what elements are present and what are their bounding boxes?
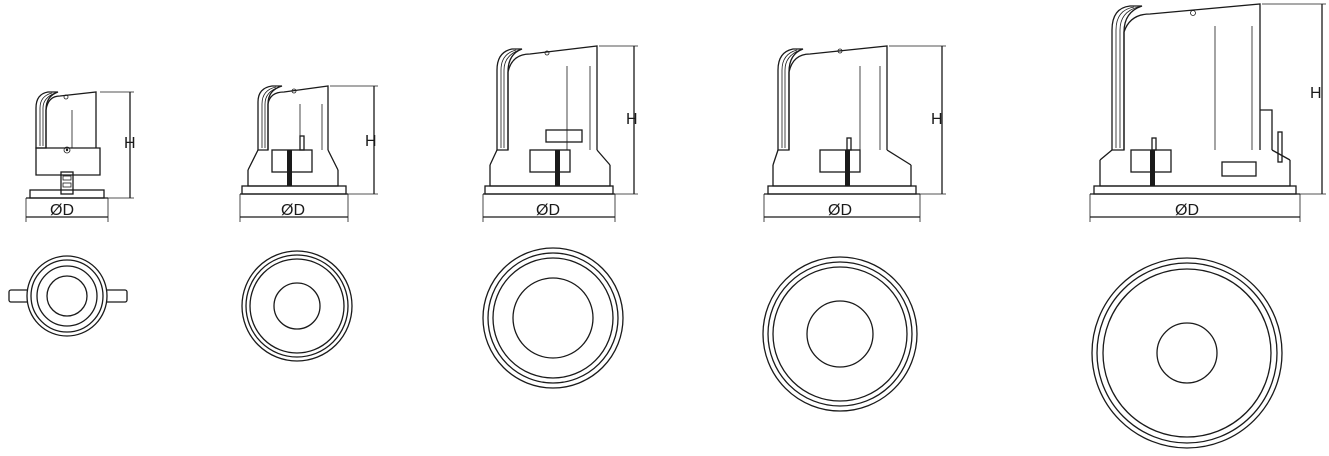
- fixture-2-height-label: H: [365, 133, 377, 150]
- fixture-2-top-view: [241, 250, 353, 362]
- fixture-1-height-label: H: [124, 135, 136, 152]
- fixture-5-top-view: [1091, 257, 1283, 449]
- fixture-4-side-view: H ØD: [763, 45, 946, 222]
- fixture-5-height-label: H: [1310, 85, 1322, 102]
- fixture-3-height-label: H: [626, 111, 638, 128]
- fixture-3-width-label: ØD: [536, 202, 560, 219]
- fixture-4-top-view: [762, 256, 918, 412]
- fixture-1-top-view: [8, 255, 128, 337]
- fixture-2-width-label: ØD: [281, 202, 305, 219]
- fixture-5-width-label: ØD: [1175, 202, 1199, 219]
- fixture-4-width-label: ØD: [828, 202, 852, 219]
- fixture-4-height-label: H: [931, 111, 943, 128]
- fixture-3-side-view: H ØD: [482, 45, 638, 222]
- fixture-5-side-view: H ØD: [1089, 3, 1326, 222]
- fixture-3-top-view: [482, 247, 624, 389]
- fixture-1-width-label: ØD: [50, 202, 74, 219]
- fixture-1-side-view: H ØD: [25, 91, 136, 222]
- fixture-2-side-view: H ØD: [239, 85, 378, 222]
